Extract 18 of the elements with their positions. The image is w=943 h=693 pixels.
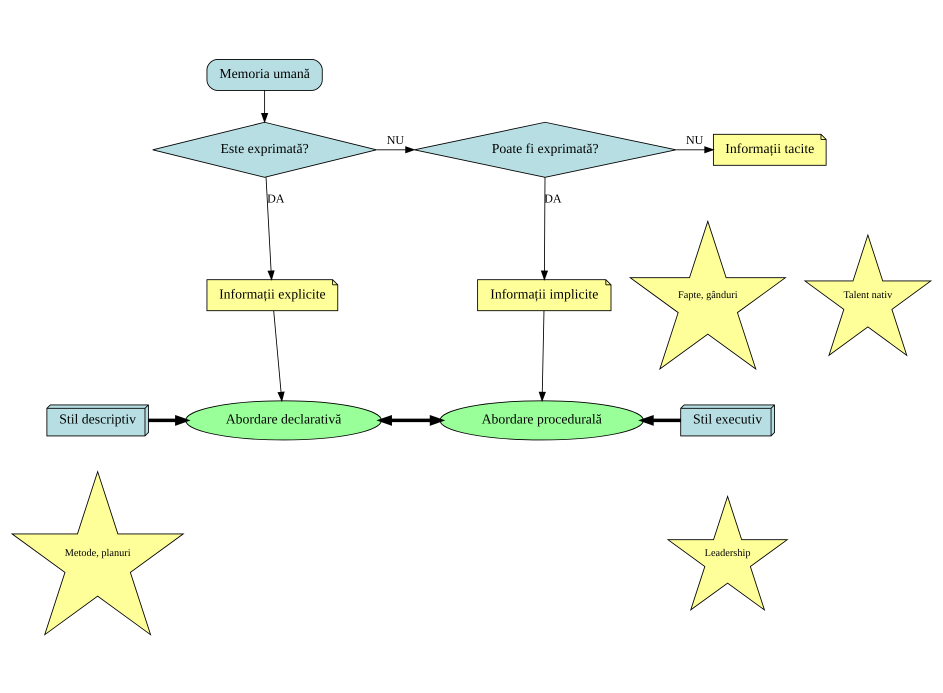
- node-diamond: Este exprimată?: [152, 121, 377, 178]
- arrow: [261, 90, 268, 123]
- node-ellipse: Abordare declarativă: [185, 400, 382, 440]
- arrow: [376, 414, 446, 426]
- arrow: [540, 176, 548, 280]
- arrow: [676, 146, 715, 153]
- arrow: [273, 310, 285, 402]
- arrow: [376, 146, 416, 153]
- edge-label: NU: [686, 132, 704, 146]
- node-diamond: Poate fi exprimată?: [414, 121, 676, 178]
- arrow: [638, 414, 681, 426]
- node-ellipse: Abordare procedurală: [440, 400, 644, 440]
- node-box: Memoria umană: [206, 58, 323, 90]
- edge-label: DA: [267, 190, 284, 205]
- arrow: [538, 310, 546, 402]
- edge-label: NU: [386, 132, 404, 146]
- arrow: [266, 176, 275, 280]
- arrow: [148, 414, 191, 426]
